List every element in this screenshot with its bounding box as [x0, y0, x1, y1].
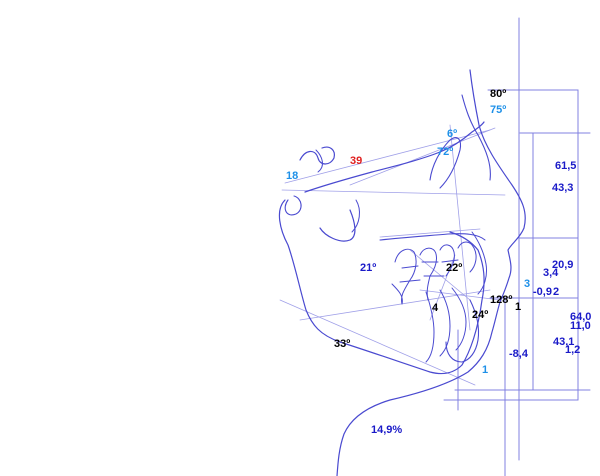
- value-neg-8-4-label: -8,4: [509, 348, 528, 360]
- value-14-9-percent-label: 14,9%: [371, 424, 403, 436]
- angle-33-label: 33º: [334, 338, 351, 350]
- palate-line: [379, 233, 486, 241]
- angle-128-label: 128º: [490, 294, 513, 306]
- ramus-detail: [315, 149, 360, 233]
- dentition: [391, 231, 487, 363]
- analysis-grid: [443, 17, 591, 476]
- value-neg-0-9-label: -0,9: [533, 286, 552, 298]
- value-2-label: 2: [553, 286, 560, 298]
- orbit-outline: [429, 137, 462, 189]
- soft-tissue-profile: [336, 69, 526, 476]
- nasal-bone: [461, 94, 491, 181]
- angle-80-label: 80º: [490, 88, 507, 100]
- sella-turcica: [299, 146, 335, 165]
- value-43-3-label: 43,3: [552, 182, 574, 194]
- value-39-label: 39: [350, 155, 363, 167]
- reference-planes: [279, 124, 506, 386]
- angle-22-label: 22º: [446, 262, 463, 274]
- value-3-4-label: 3,4: [543, 267, 559, 279]
- value-64-0-label: 64,0: [570, 311, 592, 323]
- angle-6-label: 6º: [447, 128, 458, 140]
- value-11-0-label: 11,0: [570, 320, 591, 332]
- value-1-2-label: 1,2: [565, 344, 581, 356]
- value-18-label: 18: [286, 170, 299, 182]
- angle-24-label: 24º: [472, 309, 489, 321]
- value-61-5-label: 61,5: [555, 160, 577, 172]
- angle-21-label: 21º: [360, 262, 377, 274]
- value-1-black-label: 1: [515, 301, 522, 313]
- mandibular-symphysis: [445, 299, 480, 363]
- value-1-blue-label: 1: [482, 364, 489, 376]
- pterygoid-curl: [284, 195, 302, 216]
- angle-72-label: 72º: [437, 146, 454, 158]
- value-20-9-label: 20,9: [552, 259, 574, 271]
- angle-75-label: 75º: [490, 104, 507, 116]
- value-4-label: 4: [432, 302, 439, 314]
- value-43-1-label: 43,1: [553, 336, 575, 348]
- value-3-label: 3: [524, 278, 531, 290]
